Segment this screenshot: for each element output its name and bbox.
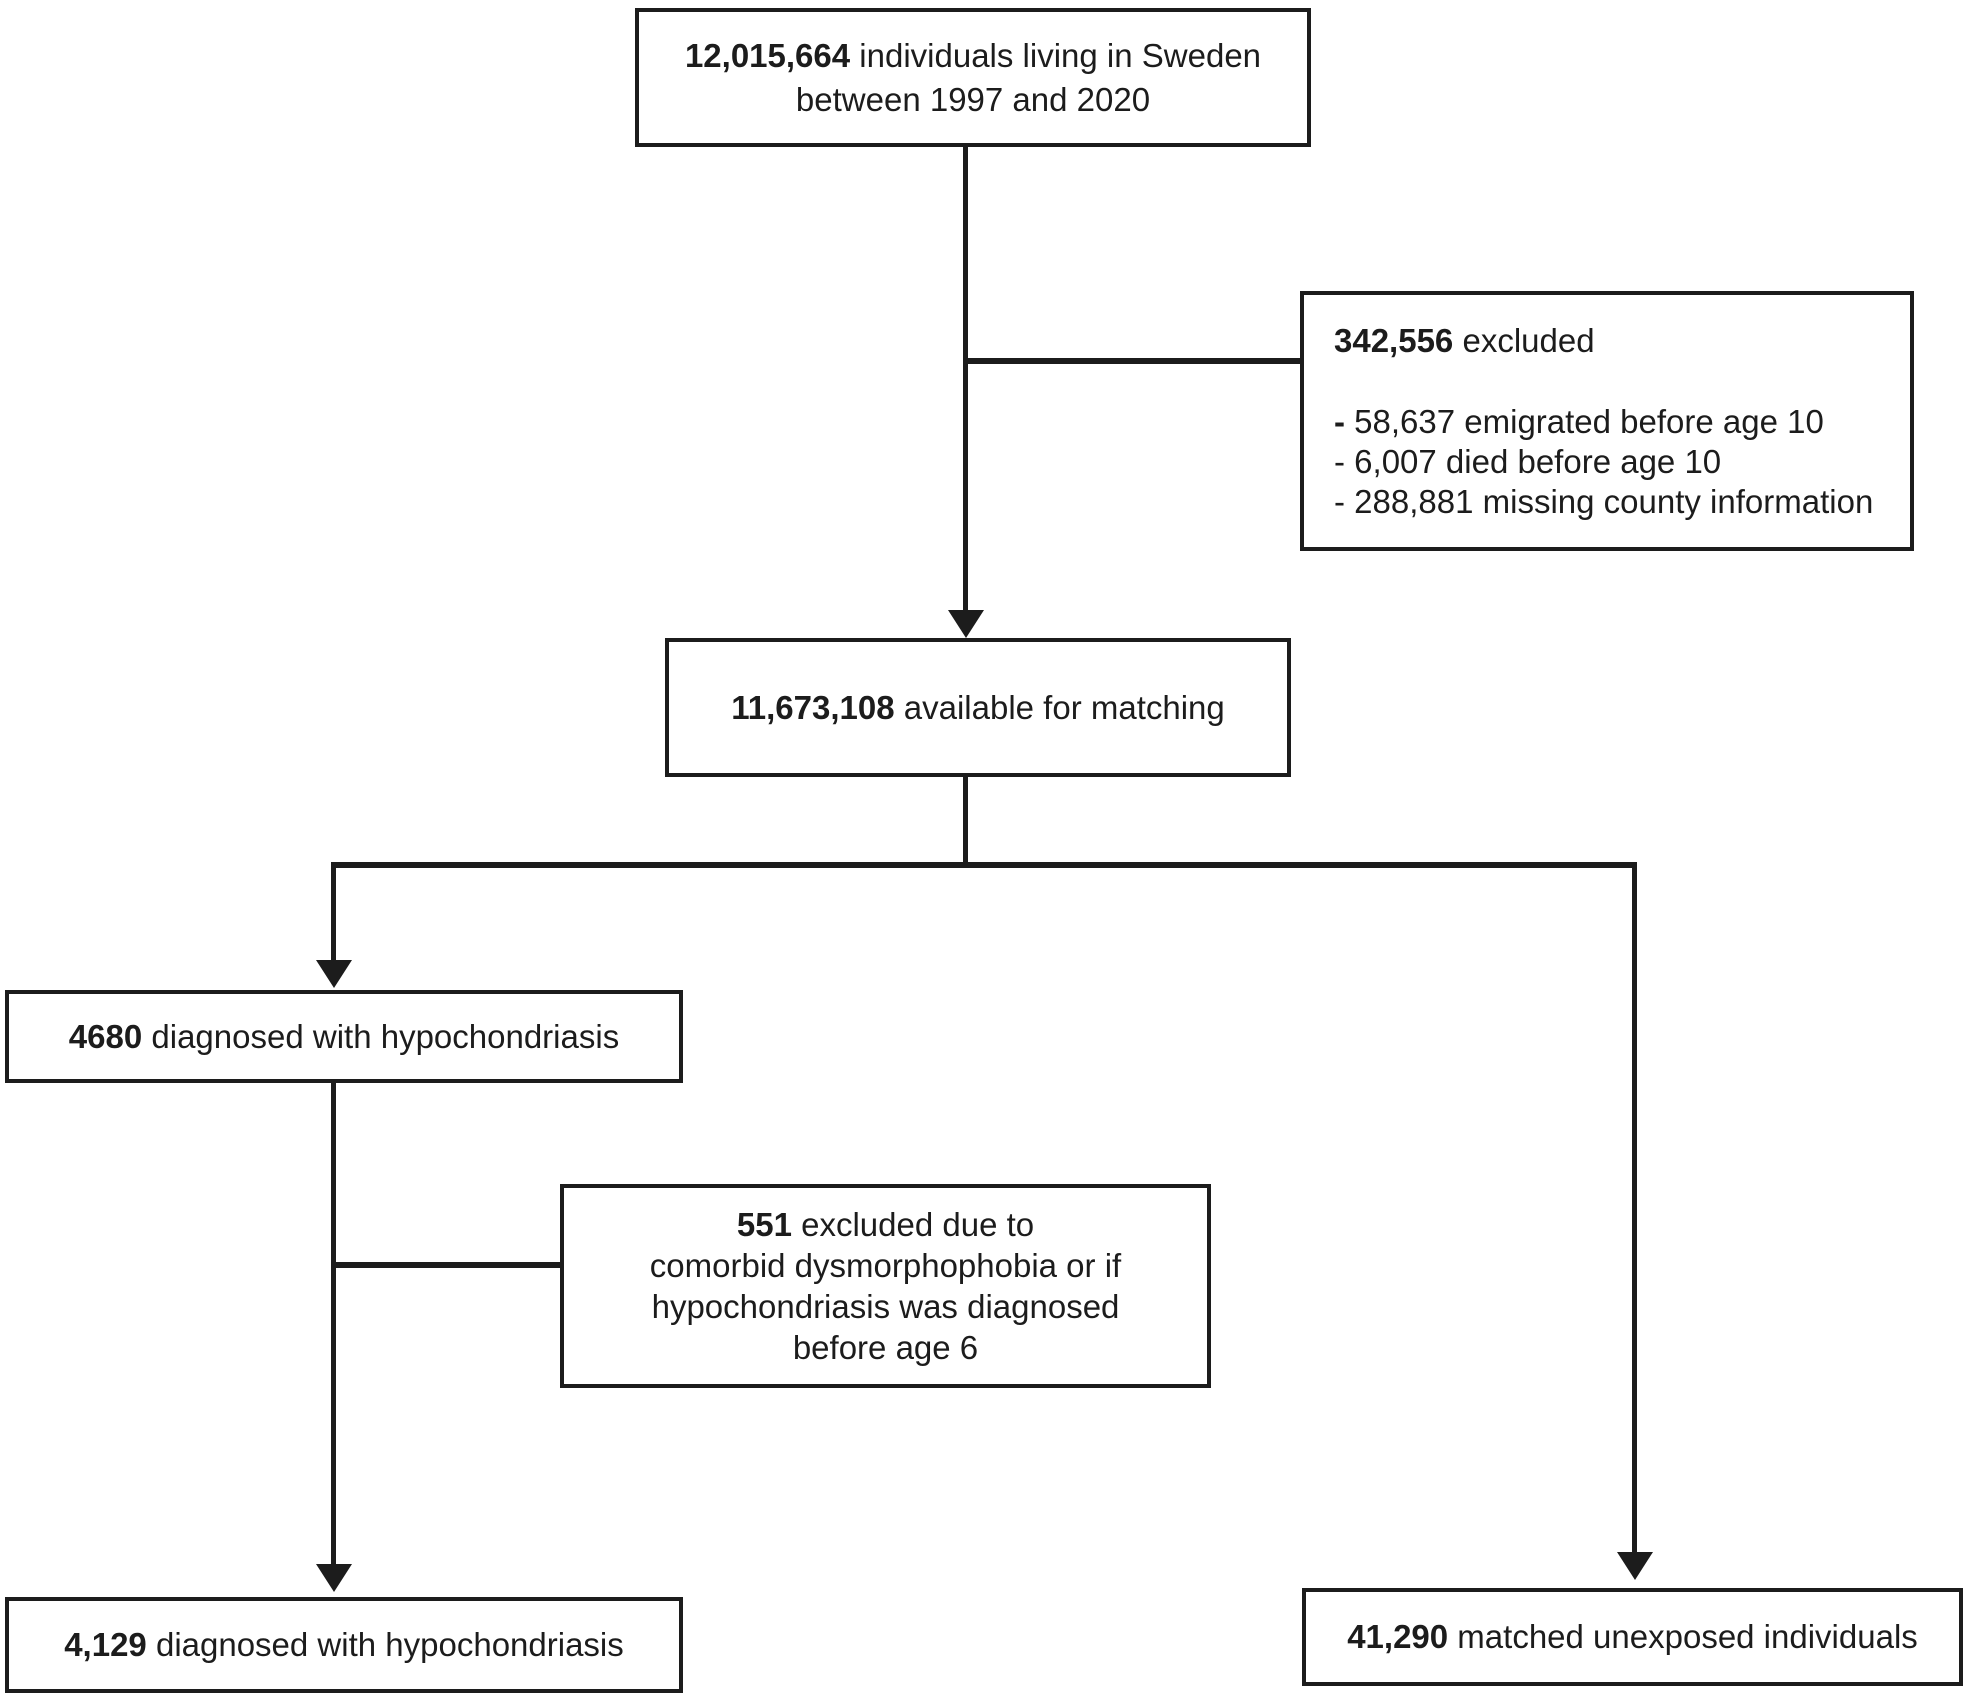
- connector-branch-left: [331, 862, 336, 962]
- secondary-excluded-box: 551 excluded due to comorbid dysmorphoph…: [560, 1184, 1211, 1388]
- population-text-line2: between 1997 and 2020: [795, 80, 1151, 118]
- connector-exposed-to-final: [331, 1083, 336, 1565]
- population-text: 12,015,664 individuals living in Sweden: [684, 36, 1262, 74]
- connector-matching-stub: [963, 777, 968, 865]
- matching-text: 11,673,108 available for matching: [731, 688, 1225, 726]
- unexposed-box: 41,290 matched unexposed individuals: [1302, 1588, 1963, 1686]
- secondary-excluded-line3: hypochondriasis was diagnosed: [651, 1288, 1120, 1325]
- population-box: 12,015,664 individuals living in Sweden …: [635, 8, 1311, 147]
- secondary-excluded-line2: comorbid dysmorphophobia or if: [649, 1247, 1122, 1284]
- excluded-header: 342,556 excluded: [1334, 322, 1595, 359]
- unexposed-text: 41,290 matched unexposed individuals: [1347, 1618, 1918, 1655]
- arrowhead-down-icon: [316, 1564, 352, 1592]
- connector-branch-right: [1632, 862, 1637, 1554]
- final-exposed-count: 4,129: [64, 1626, 147, 1663]
- final-exposed-box: 4,129 diagnosed with hypochondriasis: [5, 1597, 683, 1693]
- connector-branch-horizontal: [331, 862, 1635, 868]
- secondary-excluded-line4: before age 6: [792, 1329, 979, 1366]
- connector-population-to-matching: [963, 146, 968, 614]
- connector-to-excluded-box: [963, 358, 1304, 364]
- arrowhead-down-icon: [1617, 1552, 1653, 1580]
- matching-count: 11,673,108: [731, 688, 895, 726]
- spacer: [1334, 361, 1902, 402]
- excluded-item: - 288,881 missing county information: [1334, 483, 1874, 520]
- unexposed-count: 41,290: [1347, 1618, 1449, 1655]
- exposed-diagnosed-box: 4680 diagnosed with hypochondriasis: [5, 990, 683, 1083]
- excluded-item: - 6,007 died before age 10: [1334, 443, 1722, 480]
- connector-to-excluded2-box: [331, 1262, 560, 1268]
- dash: -: [1334, 443, 1355, 480]
- excluded-count: 342,556: [1334, 322, 1454, 359]
- excluded-box: 342,556 excluded - 58,637 emigrated befo…: [1300, 291, 1914, 551]
- dash: -: [1334, 483, 1355, 520]
- dash: -: [1334, 403, 1355, 440]
- matching-box: 11,673,108 available for matching: [665, 638, 1291, 777]
- arrowhead-down-icon: [948, 610, 984, 638]
- arrowhead-down-icon: [316, 960, 352, 988]
- exposed-text: 4680 diagnosed with hypochondriasis: [68, 1017, 620, 1055]
- excluded-item: - 58,637 emigrated before age 10: [1334, 403, 1824, 440]
- exposed-count: 4680: [68, 1017, 143, 1055]
- secondary-excluded-count: 551: [736, 1206, 792, 1243]
- population-count: 12,015,664: [684, 36, 851, 74]
- final-exposed-text: 4,129 diagnosed with hypochondriasis: [64, 1626, 624, 1663]
- secondary-excluded-line1: 551 excluded due to: [736, 1206, 1035, 1243]
